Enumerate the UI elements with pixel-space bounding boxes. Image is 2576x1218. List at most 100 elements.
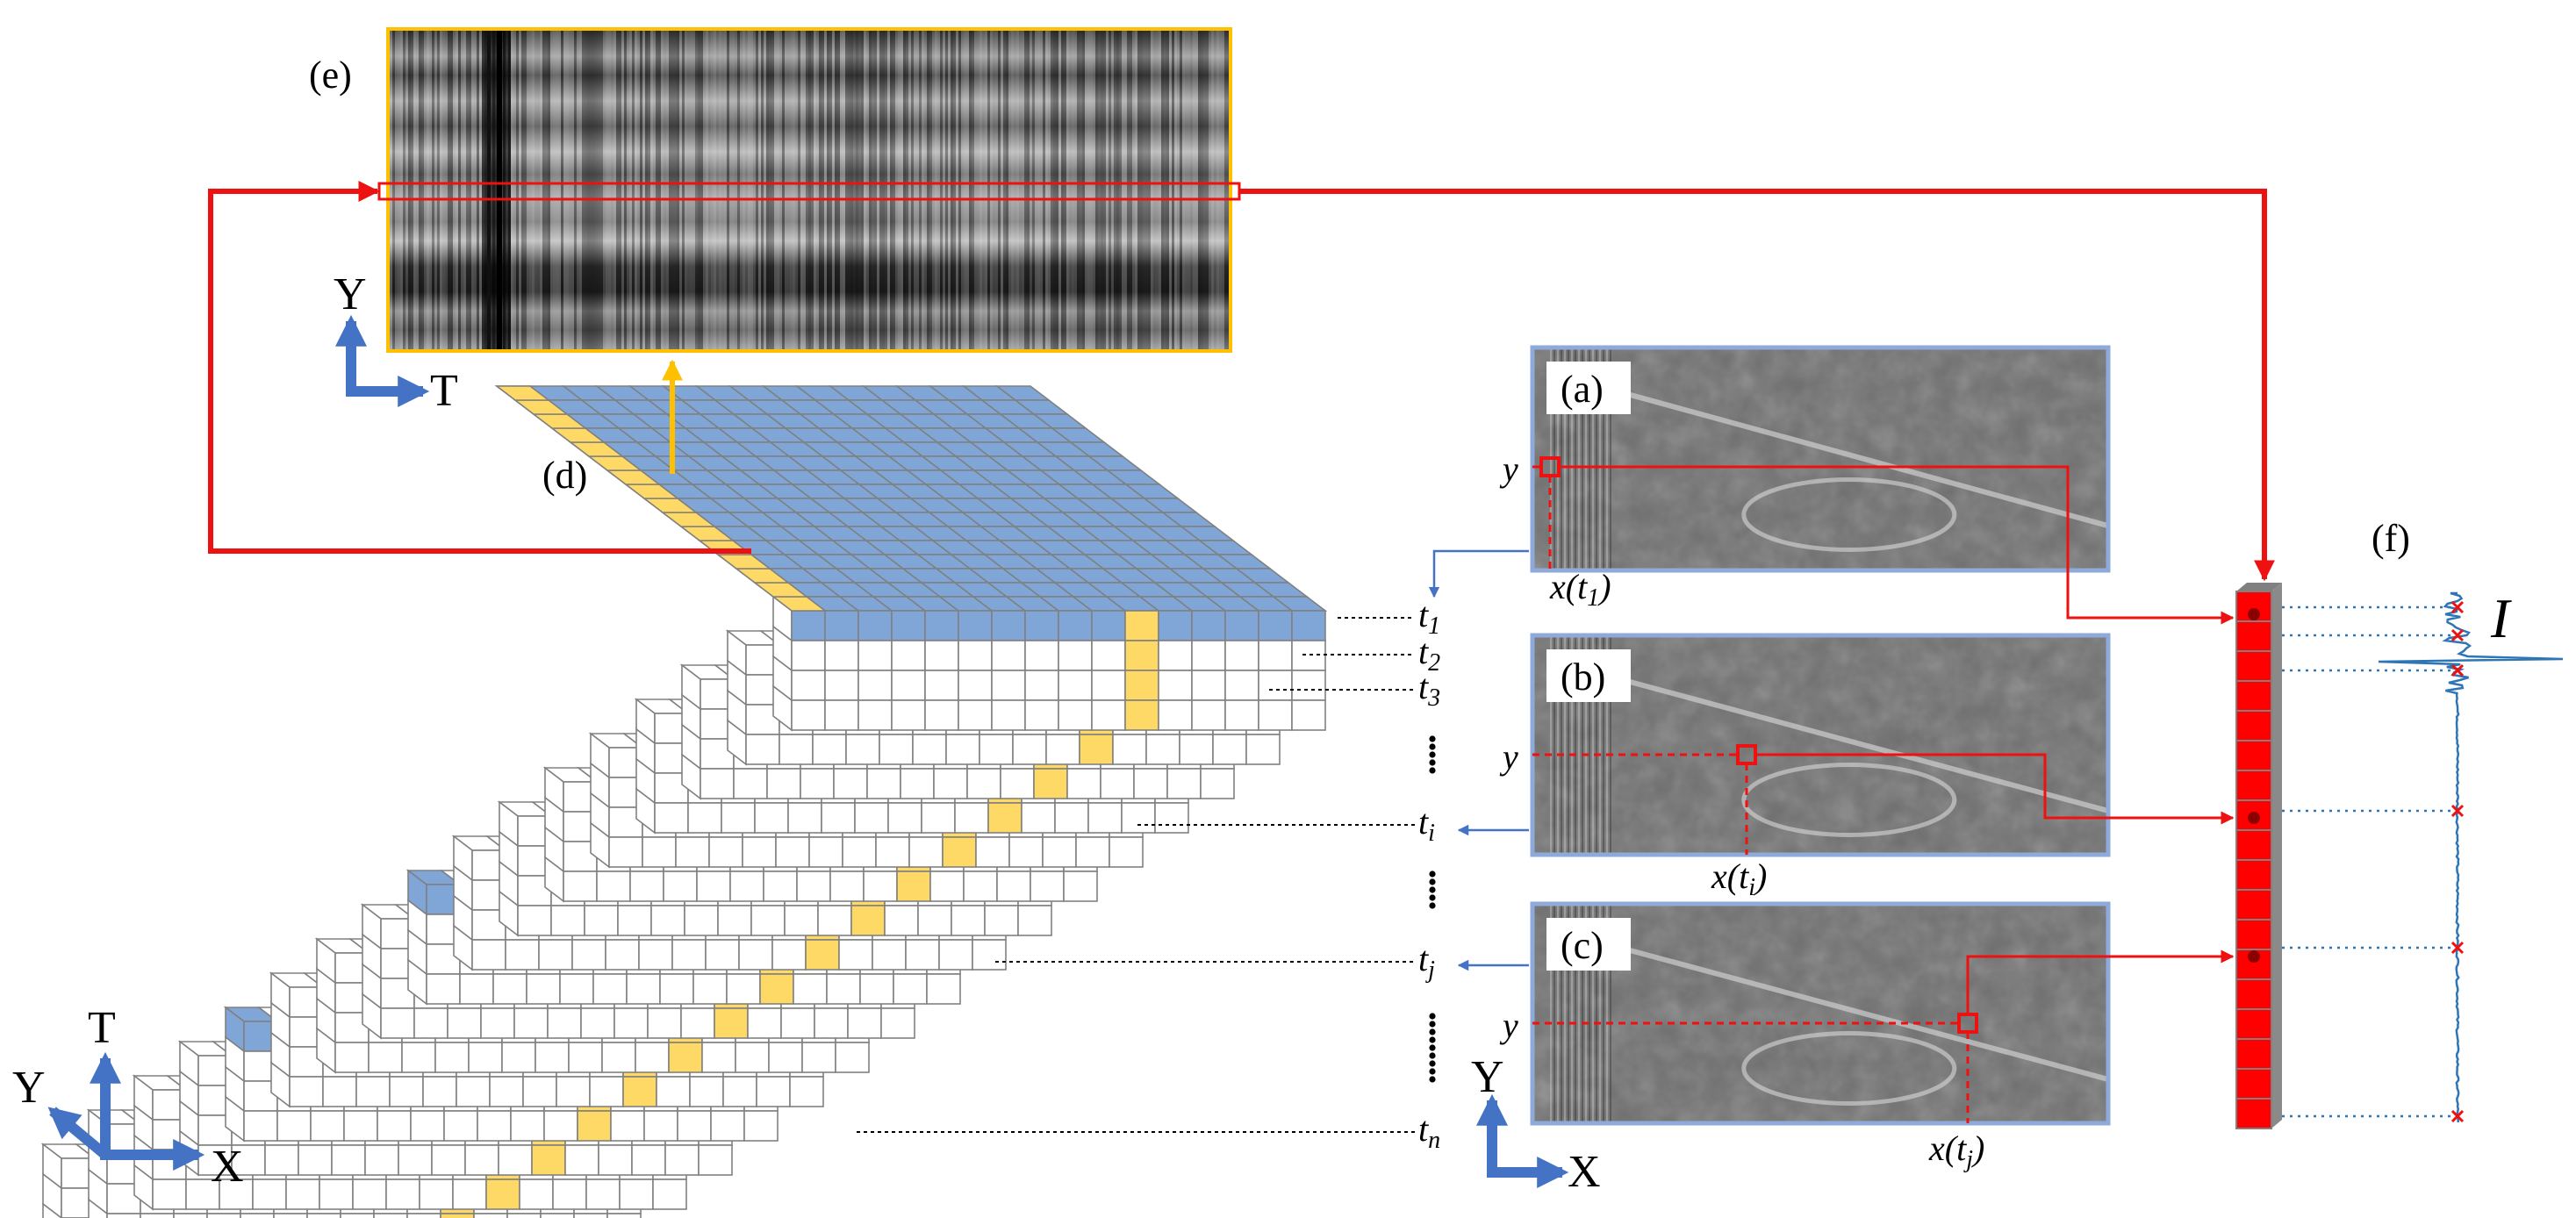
cube-front-cell	[352, 1179, 387, 1210]
e-image-background	[390, 31, 1229, 349]
e-stripe	[811, 31, 814, 349]
cube-front-cell	[243, 1110, 278, 1142]
cube-front-cell	[1191, 610, 1226, 641]
e-stripe	[1198, 31, 1201, 349]
e-stripe	[619, 31, 621, 349]
cube-front-cell	[917, 905, 952, 936]
cube-front-cell	[1258, 640, 1293, 671]
e-stripe	[577, 31, 579, 349]
pixel-cell	[2235, 859, 2272, 891]
e-stripe	[837, 31, 840, 349]
e-stripe	[724, 31, 727, 349]
cube-front-cell	[389, 1076, 424, 1107]
e-stripe	[1195, 31, 1198, 349]
cube-front-cell	[750, 905, 786, 936]
frame-streak	[1575, 904, 1576, 1123]
cube-front-cell	[1258, 699, 1293, 731]
e-stripe	[469, 31, 471, 349]
e-stripe	[521, 31, 524, 349]
cube-front-cell	[1200, 768, 1235, 799]
frame-streak	[1610, 904, 1611, 1123]
cube-front-cell	[310, 1110, 345, 1142]
cube-front-cell	[1121, 802, 1156, 834]
cube-front-cell	[577, 1110, 612, 1142]
cube-front-cell	[377, 1110, 412, 1142]
e-stripe	[413, 31, 416, 349]
cube-front-cell	[879, 734, 914, 765]
e-stripe	[964, 31, 966, 349]
e-stripe	[700, 31, 703, 349]
e-stripe	[798, 31, 800, 349]
cube-front-cell	[717, 905, 752, 936]
pixel-cell	[2235, 710, 2272, 742]
e-stripe	[956, 31, 958, 349]
cube-front-cell	[240, 1213, 275, 1218]
e-stripe	[679, 31, 682, 349]
cube-front-cell	[738, 939, 773, 971]
cube-front-cell	[814, 1007, 849, 1039]
e-stripe	[535, 31, 537, 349]
ellipsis-dot	[1429, 1013, 1436, 1020]
cube-front-cell	[1124, 670, 1159, 701]
cube-front-cell	[791, 610, 826, 641]
cube-front-cell	[647, 1007, 682, 1039]
cube-front-cell	[1091, 640, 1126, 671]
e-stripe	[861, 31, 864, 349]
e-stripe	[1177, 31, 1180, 349]
e-stripe	[843, 31, 845, 349]
e-stripe	[561, 31, 563, 349]
e-stripe	[800, 31, 803, 349]
cube-front-cell	[656, 1076, 691, 1107]
e-stripe	[808, 31, 811, 349]
cube-front-cell	[710, 1110, 745, 1142]
cube-front-cell	[568, 1042, 603, 1073]
cube-front-cell	[929, 871, 965, 902]
pixel-marker	[2248, 812, 2260, 824]
cube-front-cell	[106, 1213, 141, 1218]
e-stripe	[1066, 31, 1069, 349]
e-stripe	[627, 31, 629, 349]
time-label: tn	[1418, 1109, 1440, 1154]
e-dark-column	[487, 31, 491, 349]
cube-front-cell	[273, 1213, 308, 1218]
cube-front-cell	[954, 802, 989, 834]
cube-front-cell	[1042, 836, 1077, 868]
e-stripe	[1022, 31, 1024, 349]
e-stripe	[698, 31, 700, 349]
e-stripe	[1074, 31, 1077, 349]
e-stripe	[874, 31, 877, 349]
cube-front-cell	[942, 836, 977, 868]
e-stripe	[682, 31, 685, 349]
e-stripe	[432, 31, 434, 349]
cube-front-cell	[991, 670, 1026, 701]
cube-front-cell	[1124, 610, 1159, 641]
e-stripe	[1106, 31, 1109, 349]
data-cube	[40, 385, 1328, 1218]
e-stripe	[961, 31, 964, 349]
e-stripe	[877, 31, 879, 349]
cube-front-cell	[996, 871, 1031, 902]
cube-front-cell	[742, 836, 777, 868]
e-stripe	[774, 31, 777, 349]
cube-front-cell	[984, 905, 1019, 936]
cube-front-cell	[842, 836, 877, 868]
e-stripe	[671, 31, 674, 349]
e-stripe	[479, 31, 482, 349]
e-stripe	[408, 31, 411, 349]
e-stripe	[574, 31, 577, 349]
cube-front-cell	[585, 1179, 621, 1210]
cube-front-cell	[812, 734, 847, 765]
cube-front-cell	[464, 1144, 499, 1176]
cube-front-cell	[759, 973, 794, 1005]
frame-streak	[1599, 904, 1601, 1123]
cube-front-cell	[664, 1144, 700, 1176]
e-stripe	[1082, 31, 1085, 349]
e-stripe	[1214, 31, 1216, 349]
cube-front-cell	[733, 768, 768, 799]
cube-front-cell	[540, 1213, 575, 1218]
cube-front-cell	[231, 1144, 266, 1176]
e-stripe	[508, 31, 511, 349]
cube-front-cell	[510, 1110, 545, 1142]
e-stripe	[516, 31, 519, 349]
cube-front-cell	[866, 768, 901, 799]
